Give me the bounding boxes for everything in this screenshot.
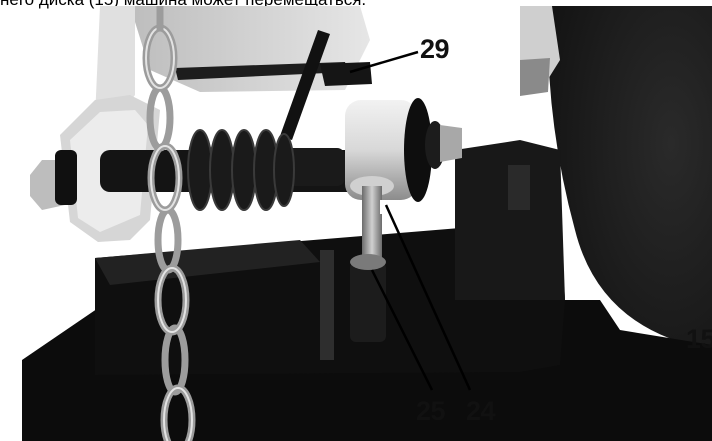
spring [187, 129, 295, 211]
callout-25: 25 [416, 396, 446, 426]
leader-29 [349, 50, 419, 74]
callout-29: 29 [420, 34, 450, 64]
disc-15 [547, 6, 712, 350]
machine-photo [22, 6, 712, 441]
callout-24: 24 [466, 396, 496, 426]
leader-25 [370, 269, 434, 391]
leader-24 [384, 204, 472, 391]
caption-text: него диска (15) машина может перемещатьс… [0, 0, 712, 9]
callout-15: 15 [686, 324, 712, 354]
